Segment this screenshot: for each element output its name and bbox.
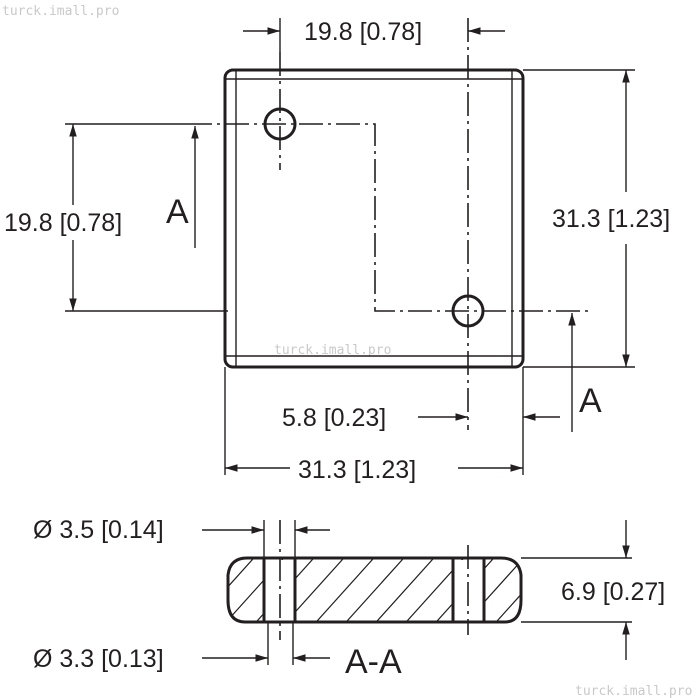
watermark-center: turck.imall.pro (274, 343, 391, 358)
dim-hole-spacing-x: 19.8 [0.78] (304, 18, 422, 46)
section-marker-right: A (579, 382, 602, 420)
section-line (188, 123, 590, 312)
dim-hole-spacing-y: 19.8 [0.78] (4, 209, 122, 237)
dim-overall-height: 31.3 [1.23] (552, 205, 670, 233)
section-view: Ø 3.5 [0.14] Ø 3.3 [0.13] A-A 6.9 [0.27] (33, 516, 665, 681)
watermark-top-left: turck.imall.pro (2, 4, 119, 19)
watermark-bottom-right: turck.imall.pro (575, 684, 692, 698)
top-view: 19.8 [0.78] 19.8 [0.78] A 31.3 [1.23] A … (4, 18, 670, 484)
dim-thickness: 6.9 [0.27] (561, 578, 665, 606)
plate-outline (223, 68, 525, 369)
section-label: A-A (345, 643, 402, 681)
dim-hole-edge-offset: 5.8 [0.23] (282, 404, 386, 432)
dim-inner-hole-diameter: Ø 3.3 [0.13] (33, 645, 164, 673)
section-body-outline (226, 556, 523, 624)
dim-overall-width: 31.3 [1.23] (298, 456, 416, 484)
dim-outer-hole-diameter: Ø 3.5 [0.14] (33, 516, 164, 544)
section-marker-left: A (166, 193, 189, 231)
section-hatching (228, 558, 521, 622)
